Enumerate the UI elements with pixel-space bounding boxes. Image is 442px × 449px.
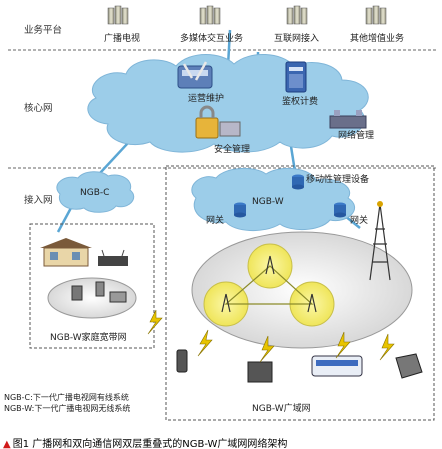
- billing-icon: [285, 61, 307, 93]
- ngb-w-label: NGB-W: [252, 197, 284, 207]
- service-label-valueadded: 其他增值业务: [350, 34, 405, 44]
- home-network-label: NGB-W家庭宽带网: [50, 333, 127, 343]
- cell-links: [224, 265, 314, 305]
- antenna-icons: [221, 255, 317, 313]
- wireless-signal-icons: [147, 309, 395, 363]
- legend-line-2: NGB-W:下一代广播电视网无线系统: [4, 404, 131, 413]
- gateway-left-icon: [234, 202, 246, 218]
- gateway-right-label: 网关: [350, 216, 369, 226]
- terminal-icons: [176, 349, 423, 383]
- server-icon-group: [107, 5, 387, 25]
- router-icon: [98, 249, 128, 266]
- ops-icon: [177, 61, 213, 89]
- layer-label-business: 业务平台: [24, 25, 63, 36]
- caption-text: 图1 广播网和双向通信网双层重叠式的NGB-W广域网网络架构: [12, 439, 288, 449]
- ngb-c-cloud: [56, 171, 135, 213]
- layer-label-access: 接入网: [24, 195, 53, 206]
- ngb-c-label: NGB-C: [80, 188, 110, 198]
- service-label-broadcast: 广播电视: [104, 34, 141, 44]
- security-icon: [195, 105, 241, 139]
- service-label-multimedia: 多媒体交互业务: [180, 34, 244, 44]
- home-devices-icons: [71, 281, 127, 303]
- figure-caption: ▲图1 广播网和双向通信网双层重叠式的NGB-W广域网网络架构: [3, 435, 287, 449]
- mobility-label: 移动性管理设备: [306, 175, 370, 185]
- ngb-w-cloud: [191, 167, 355, 231]
- broadcast-tower-icon: [369, 201, 391, 281]
- house-icon: [40, 238, 92, 267]
- layer-label-core: 核心网: [24, 103, 53, 114]
- core-ops-label: 运营维护: [188, 94, 225, 104]
- service-label-internet: 互联网接入: [274, 34, 320, 44]
- wide-network-box: [165, 165, 435, 421]
- mobility-device-icon: [292, 174, 304, 190]
- home-wireless-zone: [47, 277, 137, 319]
- gateway-right-icon: [334, 202, 346, 218]
- wide-network-label: NGB-W广域网: [252, 404, 311, 414]
- legend-line-1: NGB-C:下一代广播电视网有线系统: [4, 393, 129, 402]
- core-security-label: 安全管理: [214, 145, 251, 155]
- core-cloud: [87, 53, 369, 153]
- home-network-box: [29, 223, 155, 349]
- core-netmgmt-label: 网络管理: [338, 131, 375, 141]
- core-billing-label: 鉴权计费: [282, 97, 319, 107]
- caption-marker-icon: ▲: [3, 439, 11, 449]
- gateway-left-label: 网关: [206, 216, 225, 226]
- netmgmt-icon: [329, 110, 367, 129]
